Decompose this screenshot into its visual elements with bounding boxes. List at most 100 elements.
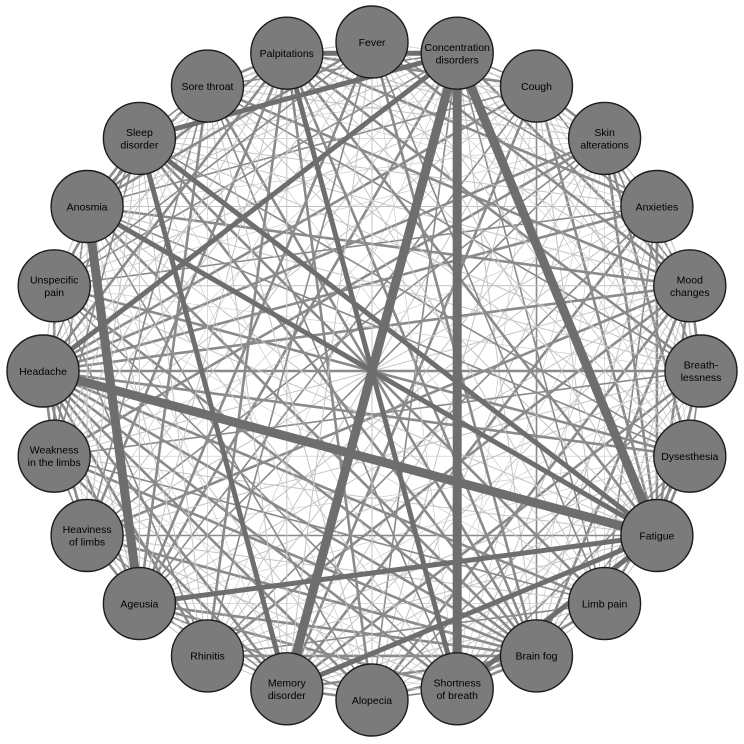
node-fever[interactable]: Fever — [335, 5, 409, 79]
edge-alo-ageu — [139, 602, 373, 701]
edge-ageu-fever — [138, 41, 374, 605]
edge-fat-unsp — [54, 285, 658, 536]
edge-unsp-sore — [53, 85, 208, 286]
node-circle — [102, 566, 177, 641]
node-ageu[interactable]: Ageusia — [102, 566, 177, 641]
node-dys[interactable]: Dysesthesia — [653, 419, 727, 493]
edge-anos-fat — [85, 204, 659, 538]
edge-alo-anos — [86, 206, 373, 701]
node-label: Fever — [359, 37, 386, 49]
edge-head-fat — [41, 366, 659, 540]
node-alo[interactable]: Alopecia — [335, 663, 409, 737]
node-circle — [335, 663, 409, 737]
edge-conc-fat — [453, 51, 662, 538]
edge-fat-fever — [371, 41, 658, 536]
node-label: of limbs — [69, 537, 105, 549]
node-circle — [335, 5, 409, 79]
node-label: Cough — [521, 81, 552, 93]
node-rhin[interactable]: Rhinitis — [170, 619, 245, 693]
node-head[interactable]: Headache — [6, 334, 80, 408]
edge-sleep-mem — [136, 137, 290, 690]
node-fog[interactable]: Brain fog — [499, 619, 574, 693]
edge-sob-sleep — [139, 138, 458, 689]
node-circle — [250, 16, 324, 90]
edge-sleep-fat — [137, 136, 659, 538]
edge-conc-head — [41, 51, 459, 373]
node-anx[interactable]: Anxieties — [620, 169, 694, 244]
node-circle — [499, 49, 574, 123]
node-breath[interactable]: Breath-lessness — [664, 334, 738, 408]
edge-mem-head — [41, 370, 288, 690]
edge-heavy-sleep — [86, 138, 140, 536]
edge-anos-ageu — [82, 205, 144, 605]
edge-anos-palp — [86, 52, 288, 208]
edge-sob-fever — [371, 41, 458, 689]
node-circle — [567, 566, 642, 641]
edge-head-palp — [41, 52, 288, 372]
edge-cough-palp — [286, 51, 537, 88]
node-palp[interactable]: Palpitations — [250, 16, 324, 90]
node-limbp[interactable]: Limb pain — [567, 566, 642, 641]
edge-rhin-palp — [206, 53, 289, 657]
edge-fat-mem — [285, 533, 658, 692]
node-label: alterations — [580, 139, 628, 151]
node-cough[interactable]: Cough — [499, 49, 574, 123]
node-label: of breath — [436, 690, 478, 702]
edge-alo-weak — [53, 455, 373, 701]
edge-anx-limbp — [603, 206, 658, 604]
edge-mood-anos — [86, 205, 690, 288]
edge-dys-palp — [286, 52, 691, 457]
edge-heavy-unsp — [53, 285, 88, 536]
node-circle — [170, 49, 245, 123]
node-circle — [620, 169, 694, 244]
node-circle — [664, 334, 738, 408]
node-label: Shortness — [434, 677, 481, 689]
node-label: Heaviness — [63, 524, 112, 536]
edge-anx-dys — [656, 206, 691, 457]
edge-alo-sleep — [139, 138, 373, 701]
node-sore[interactable]: Sore throat — [170, 49, 245, 123]
edge-mood-fever — [371, 40, 691, 287]
edge-limbp-alo — [371, 603, 605, 701]
edge-skin-fever — [371, 41, 605, 139]
edge-fat-weak — [54, 455, 657, 536]
node-circle — [420, 652, 494, 726]
edge-unsp-fever — [53, 41, 373, 287]
edge-breath-palp — [286, 52, 702, 373]
edge-alo-sore — [207, 85, 373, 701]
node-circle — [620, 498, 694, 573]
edge-fat-sob — [455, 533, 659, 691]
edge-sob-heavy — [86, 535, 458, 690]
node-label: Alopecia — [352, 695, 392, 707]
edge-dys-head — [42, 369, 690, 458]
edge-anx-weak — [54, 206, 658, 457]
node-label: lessness — [681, 372, 722, 384]
edge-anx-palp — [286, 51, 658, 208]
node-label: Ageusia — [120, 598, 158, 610]
node-circle — [17, 249, 91, 323]
node-label: pain — [44, 287, 64, 299]
node-label: Palpitations — [260, 48, 314, 60]
edge-ageu-palp — [138, 53, 288, 604]
edge-dys-heavy — [87, 455, 690, 536]
node-fat[interactable]: Fatigue — [620, 498, 694, 573]
node-label: Concentration — [425, 42, 491, 54]
edge-cough-mood — [535, 85, 691, 287]
edge-mood-fog — [535, 285, 692, 657]
edge-mood-head — [42, 284, 690, 373]
edge-fog-sleep — [138, 137, 538, 657]
edge-dys-sore — [207, 85, 691, 457]
node-anos[interactable]: Anosmia — [50, 169, 124, 244]
edge-layer — [41, 40, 703, 702]
node-label: disorder — [268, 690, 306, 702]
edge-dys-fever — [371, 41, 691, 457]
